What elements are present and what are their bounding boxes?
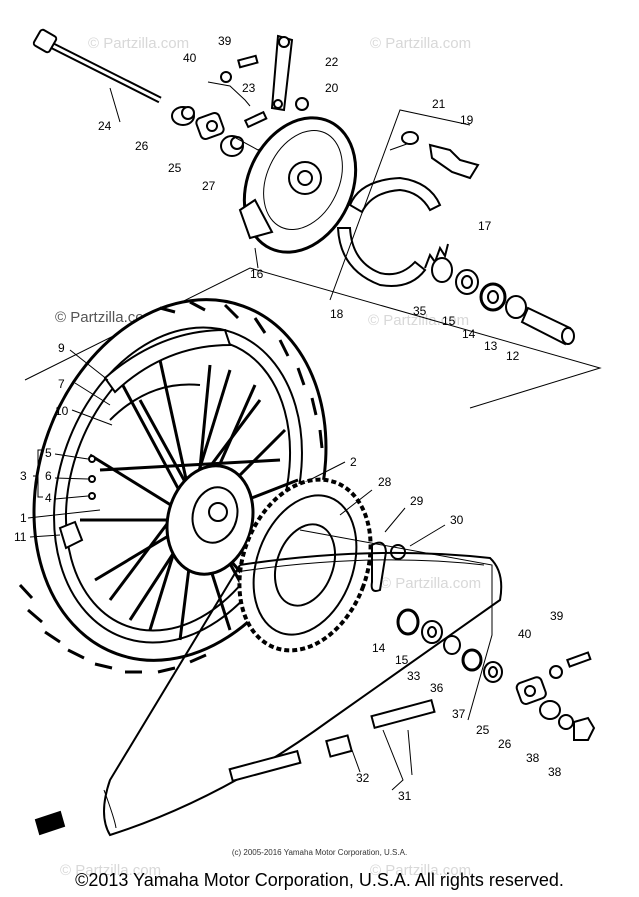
callout-22: 22	[325, 55, 339, 69]
callout-24: 24	[98, 119, 112, 133]
copyright-notice: ©2013 Yamaha Motor Corporation, U.S.A. A…	[75, 870, 564, 890]
tire-tread	[18, 300, 324, 674]
callout-37: 38	[526, 751, 540, 765]
chain	[34, 551, 503, 837]
callout-40: 40	[183, 51, 197, 65]
callout-3: 3	[20, 469, 27, 483]
callout-33: 33	[407, 669, 421, 683]
callout-34: 35	[413, 304, 427, 318]
callout-39: 39	[218, 34, 232, 48]
callout-26: 26	[135, 139, 149, 153]
upper-right-parts	[24, 131, 602, 409]
callout-10: 10	[55, 404, 69, 418]
callout-39b: 39	[550, 609, 564, 623]
brake-shoes	[329, 109, 471, 301]
watermark: © Partzilla.com	[380, 575, 481, 592]
callout-19: 19	[460, 113, 474, 127]
callout-11: 11	[14, 530, 27, 544]
sprocket	[237, 477, 373, 653]
callout-16: 16	[250, 267, 264, 281]
callout-23: 23	[242, 81, 256, 95]
callout-25: 25	[168, 161, 182, 175]
axle-group	[32, 28, 309, 157]
callout-1: 1	[20, 511, 27, 525]
callout-32: 32	[356, 771, 370, 785]
callout-4: 4	[45, 491, 52, 505]
callout-31: 31	[398, 789, 412, 803]
watermark: © Partzilla.com	[370, 862, 471, 879]
callout-40b: 40	[518, 627, 532, 641]
watermark: © Partzilla.com	[60, 862, 161, 879]
callouts: 39 40 22 20 23 21 19 24 26 25 27 17 16 1…	[14, 34, 564, 803]
callout-18: 17	[478, 219, 492, 233]
callout-27: 27	[202, 179, 216, 193]
callout-21: 21	[432, 97, 446, 111]
watermarks: © Partzilla.com © Partzilla.com © Partzi…	[55, 35, 481, 879]
callout-20: 20	[325, 81, 339, 95]
callout-17: 18	[330, 307, 344, 321]
callout-13: 13	[484, 339, 498, 353]
callout-14: 14	[462, 327, 476, 341]
copyright-small: (c) 2005-2016 Yamaha Motor Corporation, …	[231, 848, 408, 857]
callout-12: 12	[506, 349, 520, 363]
lower-right-parts	[299, 529, 596, 741]
callout-38: 38	[548, 765, 562, 779]
callout-35: 36	[430, 681, 444, 695]
callout-5: 5	[45, 446, 52, 460]
callout-7: 7	[58, 377, 65, 391]
callout-26b: 26	[498, 737, 512, 751]
callout-6: 6	[45, 469, 52, 483]
callout-9: 9	[58, 341, 65, 355]
watermark: © Partzilla.com	[368, 312, 469, 329]
callout-25b: 25	[476, 723, 490, 737]
callout-36: 37	[452, 707, 466, 721]
watermark: © Partzilla.com	[55, 309, 156, 326]
watermark: © Partzilla.com	[88, 35, 189, 52]
callout-30: 30	[450, 513, 464, 527]
chain-links	[228, 698, 436, 783]
callout-15b: 15	[395, 653, 409, 667]
callout-14b: 14	[372, 641, 386, 655]
brake-plate	[238, 116, 358, 269]
callout-29: 29	[410, 494, 424, 508]
callout-15: 15	[442, 314, 456, 328]
callout-2: 2	[350, 455, 357, 469]
watermark: © Partzilla.com	[370, 35, 471, 52]
callout-28: 28	[378, 475, 392, 489]
